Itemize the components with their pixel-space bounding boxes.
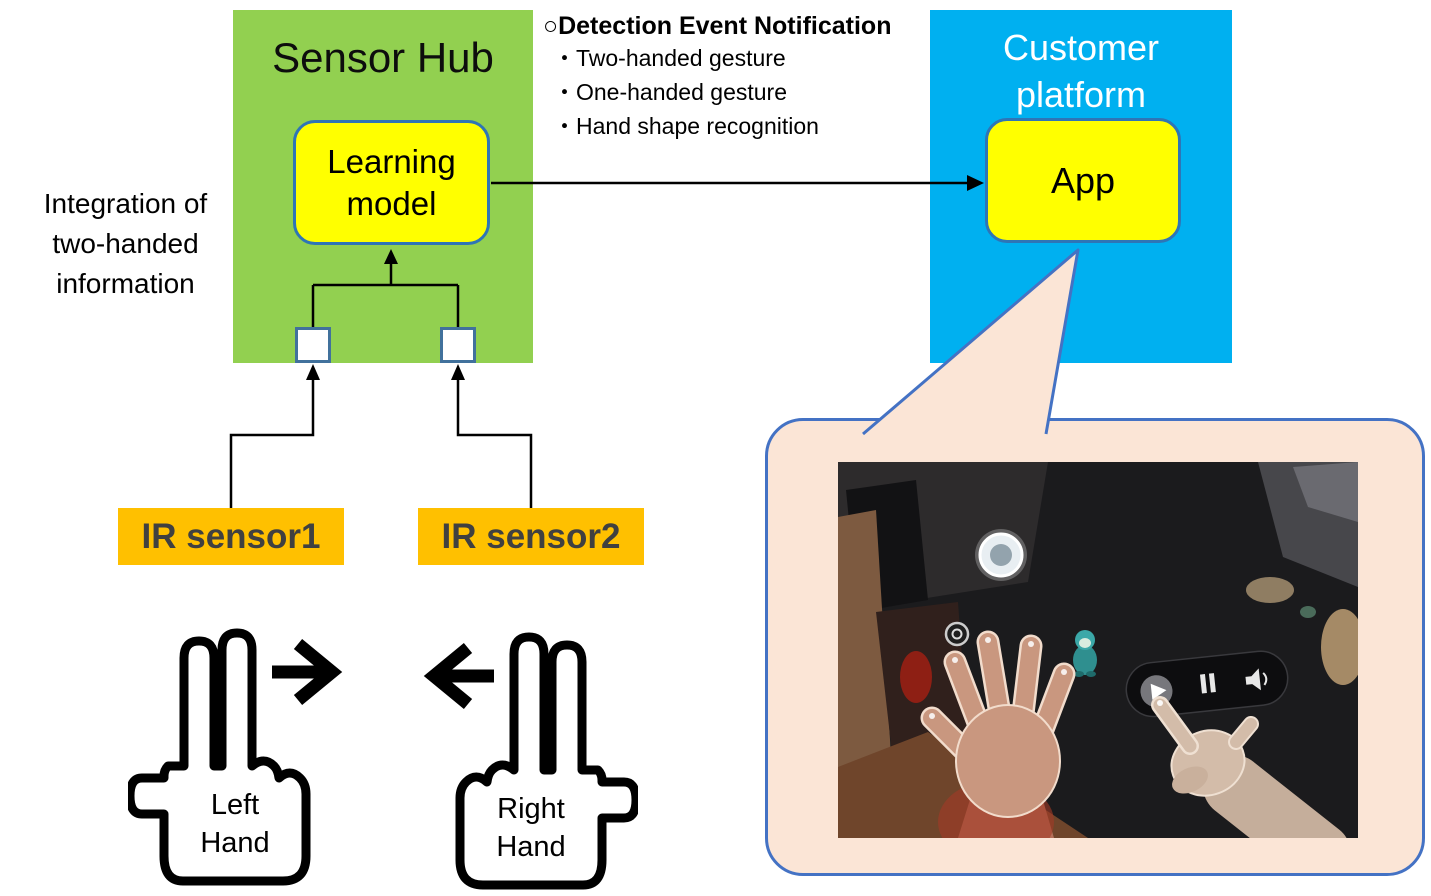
tracked-right-hand (1151, 696, 1347, 838)
notification-item-one-handed: ・One-handed gesture (553, 79, 787, 105)
customer-platform-title: Customer platform (1002, 27, 1160, 115)
swipe-right-arrow-icon (272, 638, 343, 706)
hand-outline-icon (128, 628, 311, 886)
integration-note-line3: information (56, 268, 195, 299)
ir-sensor2-box: IR sensor2 (418, 508, 644, 565)
sensor-port-left (295, 327, 331, 363)
floating-ball-icon (975, 529, 1027, 581)
right-hand-label: Right Hand (461, 790, 601, 866)
target-marker-icon (944, 621, 970, 647)
ir-sensor1-label: IR sensor1 (141, 516, 321, 556)
volume-icon (1245, 668, 1268, 691)
integration-note: Integration of two-handed information (18, 184, 233, 304)
detection-event-title: ○Detection Event Notification (543, 12, 892, 40)
left-hand-swipe-right-icon (128, 628, 343, 886)
right-hand-label-line1: Right (497, 793, 565, 825)
notification-item-two-handed: ・Two-handed gesture (553, 45, 786, 71)
app-label: App (1050, 159, 1116, 201)
hand-outline-icon (455, 632, 638, 890)
sensor-hub-title: Sensor Hub (272, 34, 494, 81)
right-hand-label-line2: Hand (496, 831, 566, 863)
left-hand-label-line1: Left (210, 789, 260, 821)
ir-sensor2-label: IR sensor2 (441, 516, 621, 556)
notification-item-hand-shape: ・Hand shape recognition (553, 113, 819, 139)
ir-sensor1-box: IR sensor1 (118, 508, 344, 565)
ar-screenshot-photo (838, 462, 1358, 838)
right-hand-swipe-left-icon (423, 632, 638, 890)
integration-note-line1: Integration of (43, 188, 208, 219)
figurine (1073, 630, 1097, 677)
tracked-left-hand (920, 630, 1076, 838)
learning-model-node: Learning model (293, 120, 490, 245)
pause-icon (1199, 673, 1216, 694)
left-hand-label: Left Hand (165, 786, 305, 862)
left-hand-label-line2: Hand (200, 827, 270, 859)
integration-note-line2: two-handed (52, 228, 199, 259)
learning-model-label: Learning model (327, 142, 456, 222)
app-node: App (985, 118, 1181, 243)
swipe-left-arrow-icon (423, 642, 494, 710)
sensor-port-right (440, 327, 476, 363)
detection-event-annotation: ○Detection Event Notification ・Two-hande… (543, 12, 948, 143)
